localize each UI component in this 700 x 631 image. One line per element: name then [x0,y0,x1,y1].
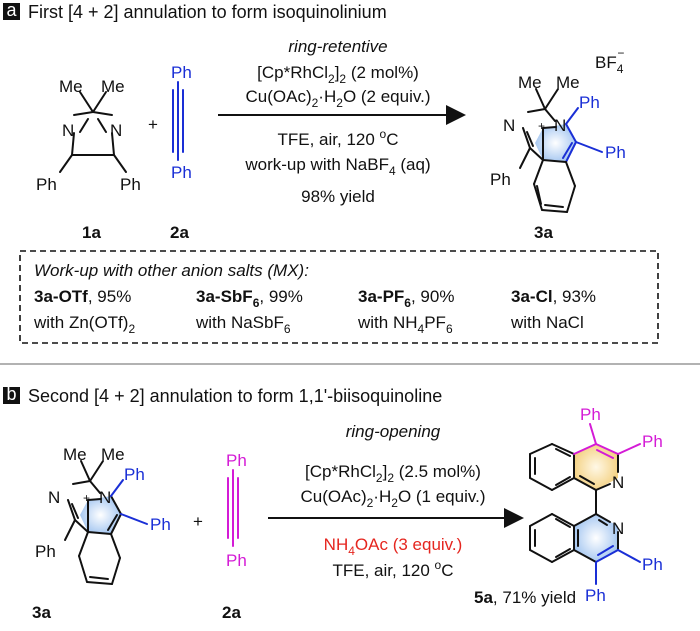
1a-me-left: Me [59,77,83,96]
mode-ring-opening: ring-opening [346,422,441,441]
1a-label: 1a [82,223,101,242]
1a-ph-left: Ph [36,175,57,194]
box-reagent-sbf6: with NaSbF6 [195,313,291,336]
3a-b-ph-top: Ph [124,465,145,484]
anion-bf4: BF4− [595,46,624,76]
3a-b-ph-right: Ph [150,515,171,534]
1a-me-right: Me [101,77,125,96]
box-reagent-cl: with NaCl [510,313,584,332]
solvent-b: TFE, air, 120 oC [332,558,453,580]
compound-3a-panel-b: Me Me N + N Ph Ph Ph 3a [32,445,171,622]
3a-me-right: Me [556,73,580,92]
yield-a: 98% yield [301,187,375,206]
plus-sign-a: + [148,115,158,134]
3a-b-label: 3a [32,603,51,622]
panel-b: b Second [4 + 2] annulation to form 1,1'… [3,384,663,622]
3a-b-plus-sign: + [83,491,90,505]
3a-ph-top: Ph [579,93,600,112]
5a-ph4: Ph [585,586,606,605]
panel-a-title: First [4 + 2] annulation to form isoquin… [28,2,387,22]
2a-ph-bottom: Ph [171,163,192,182]
1a-n-right: N [110,121,122,140]
3a-label: 3a [534,223,553,242]
solvent-a: TFE, air, 120 oC [277,127,398,149]
workup-a: work-up with NaBF4 (aq) [244,155,430,178]
2a-label-b: 2a [222,603,241,622]
3a-n-plus: N [554,116,566,135]
compound-2a-panel-a: Ph Ph 2a [170,63,192,242]
3a-me-left: Me [518,73,542,92]
conditions-b: ring-opening [Cp*RhCl2]2 (2.5 mol%) Cu(O… [268,422,524,580]
3a-n-plus-sign: + [538,119,545,133]
5a-ph2: Ph [642,432,663,451]
panel-b-title: Second [4 + 2] annulation to form 1,1'-b… [28,386,442,406]
panel-a: a First [4 + 2] annulation to form isoqu… [3,0,659,344]
3a-b-me-left: Me [63,445,87,464]
3a-b-me-right: Me [101,445,125,464]
5a-ph3: Ph [642,555,663,574]
box-item-cl: 3a-Cl, 93% [511,287,596,306]
additive-b: NH4OAc (3 equiv.) [324,535,463,558]
anion-salts-box: Work-up with other anion salts (MX): 3a-… [19,250,659,344]
compound-3a: Me Me N + N BF4− Ph Ph Ph 3a [490,46,626,242]
3a-b-ph-left: Ph [35,542,56,561]
3a-b-n-left: N [48,488,60,507]
5a-ph1: Ph [580,405,601,424]
2a-ph-top: Ph [171,63,192,82]
box-reagent-pf6: with NH4PF6 [357,313,453,336]
5a-n-top: N [612,473,624,492]
box-reagent-otf: with Zn(OTf)2 [33,313,135,336]
panel-a-badge [3,3,20,20]
box-item-pf6: 3a-PF6, 90% [358,287,454,310]
conditions-a: ring-retentive [Cp*RhCl2]2 (2 mol%) Cu(O… [218,37,466,206]
panel-a-letter: a [6,0,17,20]
1a-ph-right: Ph [120,175,141,194]
oxidant-b: Cu(OAc)2·H2O (1 equiv.) [300,487,485,510]
3a-ph-right: Ph [605,143,626,162]
5a-n-bottom: N [612,519,624,538]
3a-b-n-plus: N [99,488,111,507]
3a-n-left: N [503,116,515,135]
box-item-sbf6: 3a-SbF6, 99% [196,287,303,310]
plus-sign-b: + [193,512,203,531]
box-item-otf: 3a-OTf, 95% [34,287,131,306]
compound-5a: Ph Ph N N Ph Ph 5a, 71% yield [474,405,663,607]
box-heading: Work-up with other anion salts (MX): [34,261,309,280]
panel-b-letter: b [6,384,16,404]
3a-ph-left: Ph [490,170,511,189]
5a-label: 5a, 71% yield [474,588,576,607]
1a-n-left: N [62,121,74,140]
panel-b-badge [3,387,20,404]
catalyst-b: [Cp*RhCl2]2 (2.5 mol%) [305,462,481,485]
catalyst-a: [Cp*RhCl2]2 (2 mol%) [257,63,419,86]
mode-ring-retentive: ring-retentive [288,37,387,56]
oxidant-a: Cu(OAc)2·H2O (2 equiv.) [245,87,430,110]
2a-b-ph-bottom: Ph [226,551,247,570]
2a-label-a: 2a [170,223,189,242]
2a-b-ph-top: Ph [226,451,247,470]
compound-2a-panel-b: Ph Ph 2a [222,451,247,622]
compound-1a: Me Me N N Ph Ph 1a [36,77,141,242]
